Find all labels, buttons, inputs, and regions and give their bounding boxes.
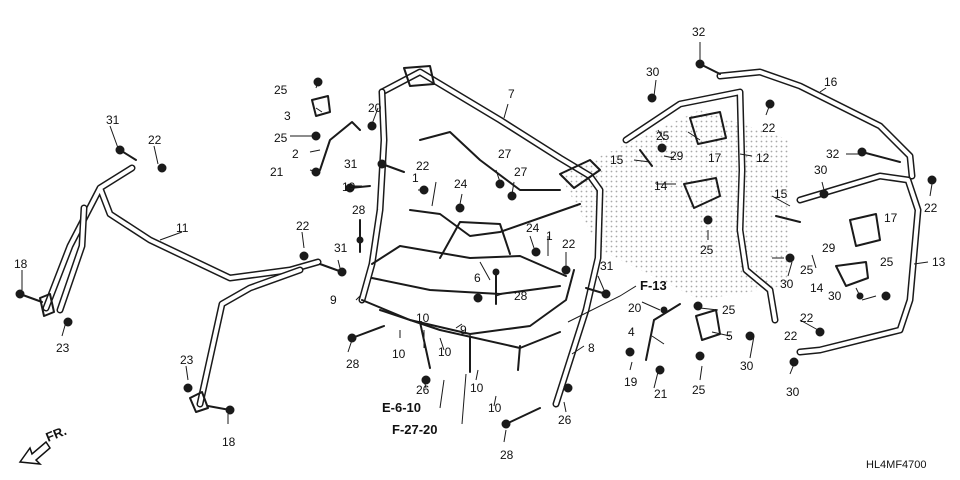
right-roll-bar [716, 68, 922, 356]
reference-labels: F-13 E-6-10 F-27-20 [382, 278, 667, 437]
callouts: 1 1 2 3 4 5 6 7 8 9 9 10 10 10 10 10 11 … [14, 25, 946, 462]
callout-18: 18 [14, 257, 28, 271]
reference-e-6-10: E-6-10 [382, 400, 421, 415]
callout-10: 10 [416, 311, 430, 325]
callout-22: 22 [296, 219, 310, 233]
reference-f-27-20: F-27-20 [392, 422, 438, 437]
fasteners [15, 59, 937, 429]
front-direction-arrow: FR. [18, 423, 69, 465]
callout-10: 10 [470, 381, 484, 395]
callout-32: 32 [692, 25, 706, 39]
callout-10: 10 [392, 347, 406, 361]
callout-30: 30 [780, 277, 794, 291]
left-roll-bar [39, 164, 322, 413]
callout-30: 30 [814, 163, 828, 177]
callout-22: 22 [784, 329, 798, 343]
callout-30: 30 [646, 65, 660, 79]
callout-2: 2 [292, 147, 299, 161]
callout-28: 28 [352, 203, 366, 217]
callout-9: 9 [330, 293, 337, 307]
callout-29: 29 [670, 149, 684, 163]
callout-31: 31 [334, 241, 348, 255]
front-label: FR. [44, 423, 69, 445]
callout-10: 10 [438, 345, 452, 359]
callout-13: 13 [932, 255, 946, 269]
center-right-bar [622, 88, 779, 324]
callout-30: 30 [828, 289, 842, 303]
callout-3: 3 [284, 109, 291, 123]
callout-1: 1 [412, 171, 419, 185]
callout-4: 4 [628, 325, 635, 339]
callout-8: 8 [588, 341, 595, 355]
callout-32: 32 [826, 147, 840, 161]
callout-24: 24 [526, 221, 540, 235]
callout-14: 14 [654, 179, 668, 193]
callout-23: 23 [180, 353, 194, 367]
callout-26: 26 [416, 383, 430, 397]
callout-30: 30 [740, 359, 754, 373]
callout-25: 25 [692, 383, 706, 397]
callout-25: 25 [800, 263, 814, 277]
callout-19: 19 [342, 180, 356, 194]
callout-9: 9 [460, 323, 467, 337]
callout-22: 22 [924, 201, 938, 215]
callout-21: 21 [654, 387, 668, 401]
callout-14: 14 [810, 281, 824, 295]
callout-7: 7 [508, 87, 515, 101]
main-frame [358, 65, 604, 408]
reference-f-13: F-13 [640, 278, 667, 293]
callout-16: 16 [824, 75, 838, 89]
callout-29: 29 [822, 241, 836, 255]
callout-20: 20 [368, 101, 382, 115]
callout-1: 1 [546, 229, 553, 243]
callout-22: 22 [800, 311, 814, 325]
callout-30: 30 [786, 385, 800, 399]
callout-22: 22 [416, 159, 430, 173]
callout-17: 17 [884, 211, 898, 225]
callout-12: 12 [756, 151, 770, 165]
callout-25: 25 [274, 83, 288, 97]
callout-28: 28 [514, 289, 528, 303]
callout-10: 10 [488, 401, 502, 415]
callout-27: 27 [514, 165, 528, 179]
small-brackets [311, 95, 721, 361]
callout-27: 27 [498, 147, 512, 161]
callout-31: 31 [344, 157, 358, 171]
callout-25: 25 [722, 303, 736, 317]
callout-17: 17 [708, 151, 722, 165]
callout-19: 19 [624, 375, 638, 389]
callout-11: 11 [176, 221, 189, 235]
callout-18: 18 [222, 435, 236, 449]
callout-22: 22 [762, 121, 776, 135]
callout-25: 25 [880, 255, 894, 269]
callout-20: 20 [628, 301, 642, 315]
callout-31: 31 [600, 259, 614, 273]
halftone-watermark [560, 110, 790, 300]
diagram-code: HL4MF4700 [866, 459, 927, 471]
callout-15: 15 [610, 153, 624, 167]
callout-23: 23 [56, 341, 70, 355]
callout-25: 25 [656, 129, 670, 143]
callout-31: 31 [106, 113, 120, 127]
callout-28: 28 [500, 448, 514, 462]
callout-21: 21 [270, 165, 284, 179]
leader-lines [21, 42, 933, 443]
callout-28: 28 [346, 357, 360, 371]
callout-26: 26 [558, 413, 572, 427]
callout-25: 25 [700, 243, 714, 257]
callout-6: 6 [474, 271, 481, 285]
callout-15: 15 [774, 187, 788, 201]
callout-5: 5 [726, 329, 733, 343]
callout-22: 22 [148, 133, 162, 147]
callout-24: 24 [454, 177, 468, 191]
callout-25: 25 [274, 131, 288, 145]
callout-22: 22 [562, 237, 576, 251]
